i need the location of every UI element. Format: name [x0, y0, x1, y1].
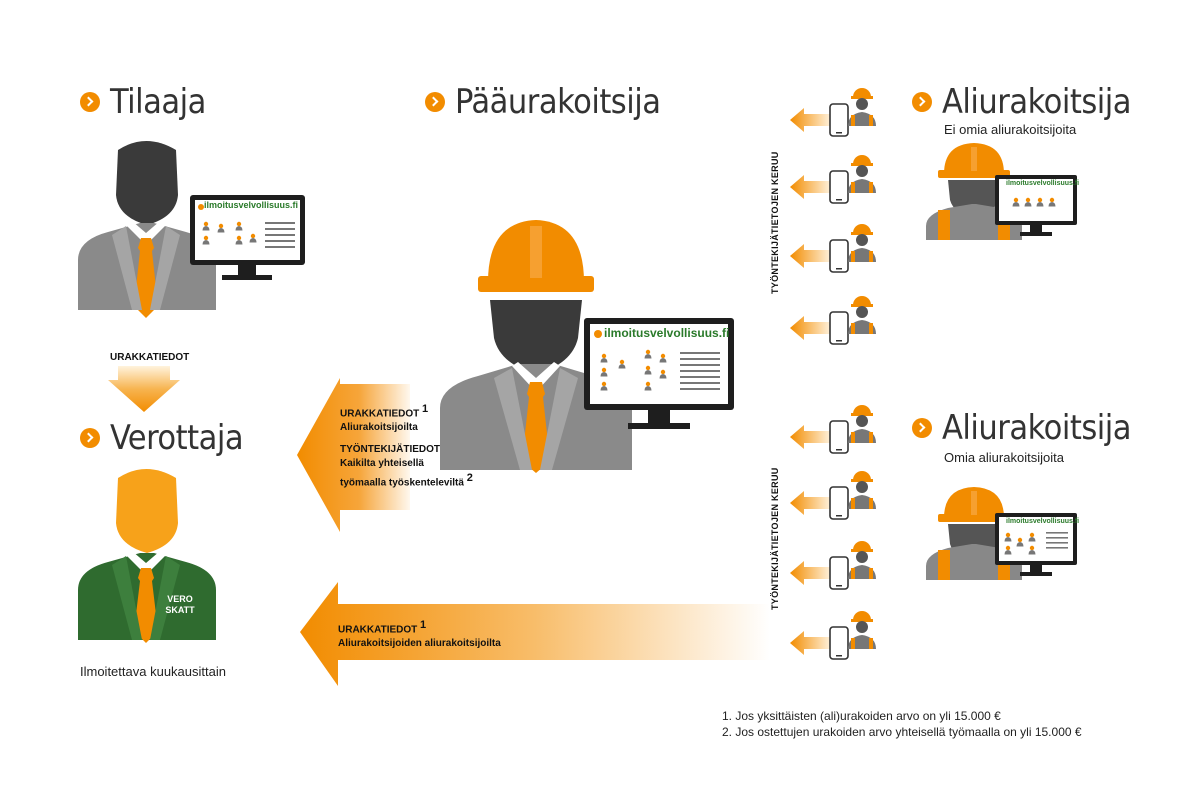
bottom-left-big-arrow: [300, 582, 770, 686]
bottom-vertical-label: TYÖNTEKIJÄTIETOJEN KERUU: [770, 467, 780, 610]
bottom-worker-column: [790, 405, 876, 660]
bottom-arrow-text: URAKKATIEDOT 1 Aliurakoitsijoiden aliura…: [338, 619, 501, 650]
verottaja-heading: Verottaja: [80, 418, 244, 458]
chevron-right-icon: [80, 92, 100, 112]
aliurakoitsija-2-monitor-title: ilmoitusvelvollisuus.fi: [1006, 518, 1080, 525]
footnote-1: 1. Jos yksittäisten (ali)urakoiden arvo …: [722, 709, 1001, 723]
aliurakoitsija-1-figure: [926, 143, 1022, 240]
aliurakoitsija-1-monitor: [995, 175, 1077, 236]
footnotes: 1. Jos yksittäisten (ali)urakoiden arvo …: [722, 708, 1082, 740]
paaurakoitsija-monitor-title: ilmoitusvelvollisuus.fi: [604, 326, 730, 340]
chevron-right-icon: [80, 428, 100, 448]
aliurakoitsija-1-subtitle: Ei omia aliurakoitsijoita: [944, 122, 1077, 137]
tilaaja-figure: [78, 141, 216, 318]
top-left-big-arrow: [297, 378, 410, 532]
paaurakoitsija-heading: Pääurakoitsija: [425, 82, 661, 122]
aliurakoitsija-1-monitor-title: ilmoitusvelvollisuus.fi: [1006, 180, 1080, 187]
verottaja-figure: [78, 469, 216, 643]
tilaaja-heading: Tilaaja: [80, 82, 206, 122]
paaurakoitsija-monitor: [584, 318, 734, 429]
verottaja-note: Ilmoitettava kuukausittain: [80, 664, 226, 679]
tilaaja-monitor: [190, 195, 305, 280]
top-vertical-label: TYÖNTEKIJÄTIETOJEN KERUU: [770, 151, 780, 294]
vero-skatt-logo: VERO SKATT: [165, 594, 195, 615]
chevron-right-icon: [425, 92, 445, 112]
aliurakoitsija-1-heading: Aliurakoitsija: [912, 82, 1132, 122]
aliurakoitsija-2-monitor: [995, 513, 1077, 576]
top-worker-column: [790, 88, 876, 345]
chevron-right-icon: [912, 418, 932, 438]
urakkatiedot-down-arrow: [108, 366, 180, 412]
chevron-right-icon: [912, 92, 932, 112]
aliurakoitsija-2-subtitle: Omia aliurakoitsijoita: [944, 450, 1064, 465]
aliurakoitsija-2-heading: Aliurakoitsija: [912, 408, 1132, 448]
footnote-2: 2. Jos ostettujen urakoiden arvo yhteise…: [722, 725, 1082, 739]
tilaaja-monitor-title: ilmoitusvelvollisuus.fi: [204, 200, 299, 210]
urakkatiedot-label: URAKKATIEDOT: [110, 352, 190, 363]
top-arrow-text: URAKKATIEDOT 1 Aliurakoitsijoilta TYÖNTE…: [340, 403, 473, 489]
